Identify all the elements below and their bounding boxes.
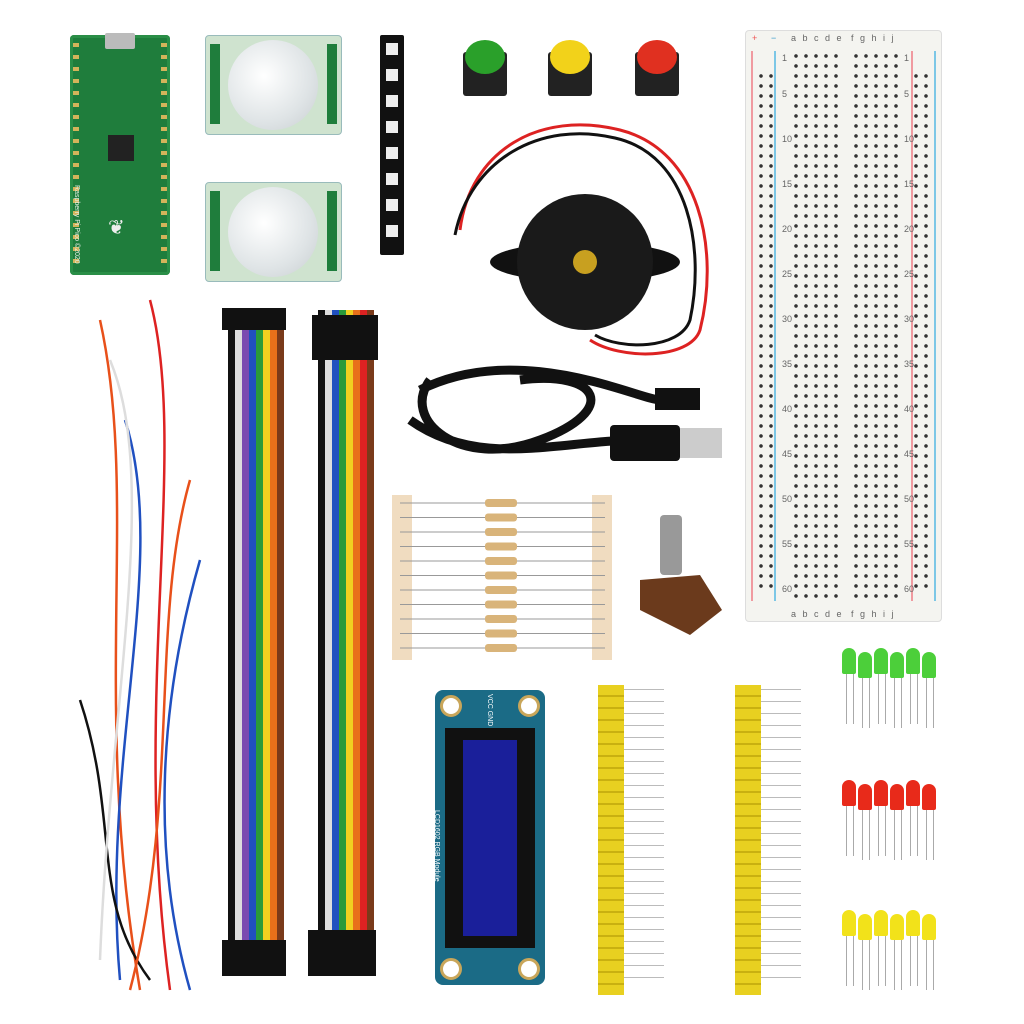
- buzzer-wire-black: [453, 132, 697, 347]
- row-number: 60: [782, 584, 793, 594]
- lcd1602-module: VCC GND SCL SDA LCD1602 RGB Module: [433, 690, 545, 985]
- row-number: 20: [782, 224, 793, 234]
- row-number: 60: [904, 584, 915, 594]
- plus-label: +: [752, 33, 758, 43]
- resistor: [485, 499, 517, 507]
- row-number: 40: [904, 404, 915, 414]
- chip: [108, 135, 134, 161]
- led-strip: [380, 35, 404, 255]
- raspberry-pi-pico: Raspberry Pi Pico ©2020 ❦: [70, 33, 170, 275]
- pin-header: [735, 685, 801, 995]
- led: [874, 910, 888, 986]
- pin-header: [598, 685, 664, 995]
- row-number: 55: [904, 539, 915, 549]
- jumper-wires: [78, 299, 202, 991]
- column-labels-left: a b c d e: [791, 33, 844, 43]
- led: [922, 784, 936, 860]
- led: [842, 910, 856, 986]
- resistor: [485, 557, 517, 565]
- resistor: [485, 600, 517, 609]
- row-number: 25: [782, 269, 793, 279]
- row-number: 5: [782, 89, 788, 99]
- column-labels-right: f g h i j: [851, 33, 896, 43]
- row-number: 30: [904, 314, 915, 324]
- led: [890, 914, 904, 990]
- buzzer-hole: [573, 250, 597, 274]
- led: [874, 780, 888, 856]
- usb-port: [105, 33, 135, 49]
- row-number: 35: [904, 359, 915, 369]
- push-button-green: [463, 40, 507, 96]
- pir-sensor: [205, 182, 342, 282]
- row-number: 55: [782, 539, 793, 549]
- usb-a-plug: [610, 425, 680, 461]
- led: [874, 648, 888, 724]
- led: [858, 914, 872, 990]
- ribbon-cable-female: [222, 308, 286, 976]
- potentiometer-body: [640, 575, 722, 635]
- row-number: 1: [782, 53, 788, 63]
- push-button-yellow: [548, 40, 592, 96]
- row-number: 1: [904, 53, 910, 63]
- pin-row: [73, 43, 79, 267]
- resistor: [485, 644, 517, 652]
- pir-sensor: [205, 35, 342, 135]
- resistor: [485, 571, 517, 580]
- resistor-group: [400, 499, 605, 652]
- row-number: 45: [782, 449, 793, 459]
- led: [842, 780, 856, 856]
- led: [906, 648, 920, 724]
- buzzer-wire-red: [458, 123, 709, 356]
- row-number: 50: [904, 494, 915, 504]
- row-number: 45: [904, 449, 915, 459]
- row-number: 50: [782, 494, 793, 504]
- resistor: [485, 586, 517, 594]
- potentiometer-shaft: [660, 515, 682, 575]
- ribbon-cable-male: [308, 310, 378, 976]
- row-number: 25: [904, 269, 915, 279]
- push-button-red: [635, 40, 679, 96]
- lcd-module-name: LCD1602 RGB Module: [433, 810, 440, 882]
- row-number: 10: [782, 134, 793, 144]
- led: [922, 914, 936, 990]
- led: [890, 784, 904, 860]
- row-number: 10: [904, 134, 915, 144]
- row-number: 40: [782, 404, 793, 414]
- lcd-pin-labels: VCC GND SCL SDA: [486, 694, 493, 758]
- resistor: [485, 542, 517, 551]
- raspberry-logo-icon: ❦: [108, 217, 125, 239]
- led: [842, 648, 856, 724]
- led: [858, 652, 872, 728]
- resistor: [485, 528, 517, 536]
- row-number: 30: [782, 314, 793, 324]
- led: [906, 910, 920, 986]
- column-labels-right-bottom: f g h i j: [851, 609, 896, 619]
- lcd-screen: [463, 740, 517, 936]
- column-labels-left-bottom: a b c d e: [791, 609, 844, 619]
- resistor: [485, 629, 517, 638]
- row-number: 15: [904, 179, 915, 189]
- led: [890, 652, 904, 728]
- row-number: 15: [782, 179, 793, 189]
- micro-usb-plug: [655, 388, 700, 410]
- pin-row: [161, 43, 167, 267]
- breadboard: a b c d e f g h i j a b c d e f g h i j …: [745, 30, 942, 622]
- resistor: [485, 615, 517, 623]
- row-number: 35: [782, 359, 793, 369]
- minus-label: −: [771, 33, 777, 43]
- resistor: [485, 513, 517, 522]
- row-number: 20: [904, 224, 915, 234]
- led: [922, 652, 936, 728]
- led: [906, 780, 920, 856]
- usb-a-metal: [680, 428, 722, 458]
- row-number: 5: [904, 89, 910, 99]
- led: [858, 784, 872, 860]
